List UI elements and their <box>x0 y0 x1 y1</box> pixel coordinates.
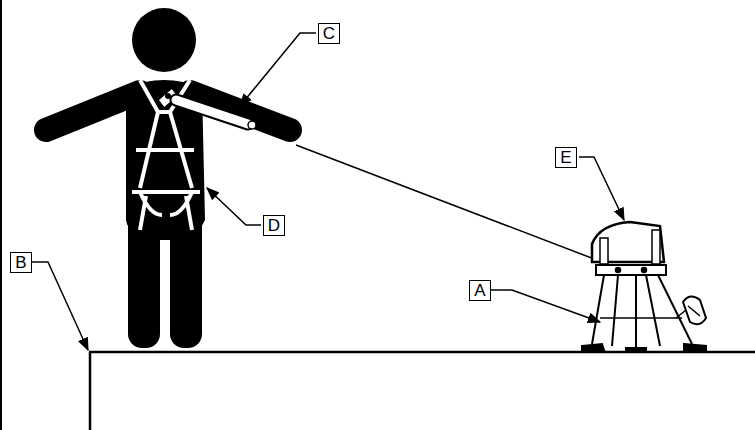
lanyard-connector <box>176 100 256 129</box>
callout-letter: A <box>474 282 485 299</box>
callout-box: A <box>469 280 491 301</box>
ground-edge <box>89 352 755 430</box>
callout-box: B <box>10 252 32 273</box>
srl-device <box>592 222 664 272</box>
callout-box: E <box>555 147 577 168</box>
callout-letter: D <box>268 217 280 234</box>
callout-letter: E <box>560 149 571 166</box>
callout-box: C <box>318 23 340 44</box>
callout-letter: C <box>323 25 335 42</box>
tripod <box>582 265 706 352</box>
worker-figure <box>46 8 290 348</box>
lifeline <box>296 145 602 262</box>
frame-line <box>0 0 2 430</box>
callout-letter: B <box>15 254 26 271</box>
callout-box: D <box>263 215 285 236</box>
leader-lines <box>32 33 624 350</box>
